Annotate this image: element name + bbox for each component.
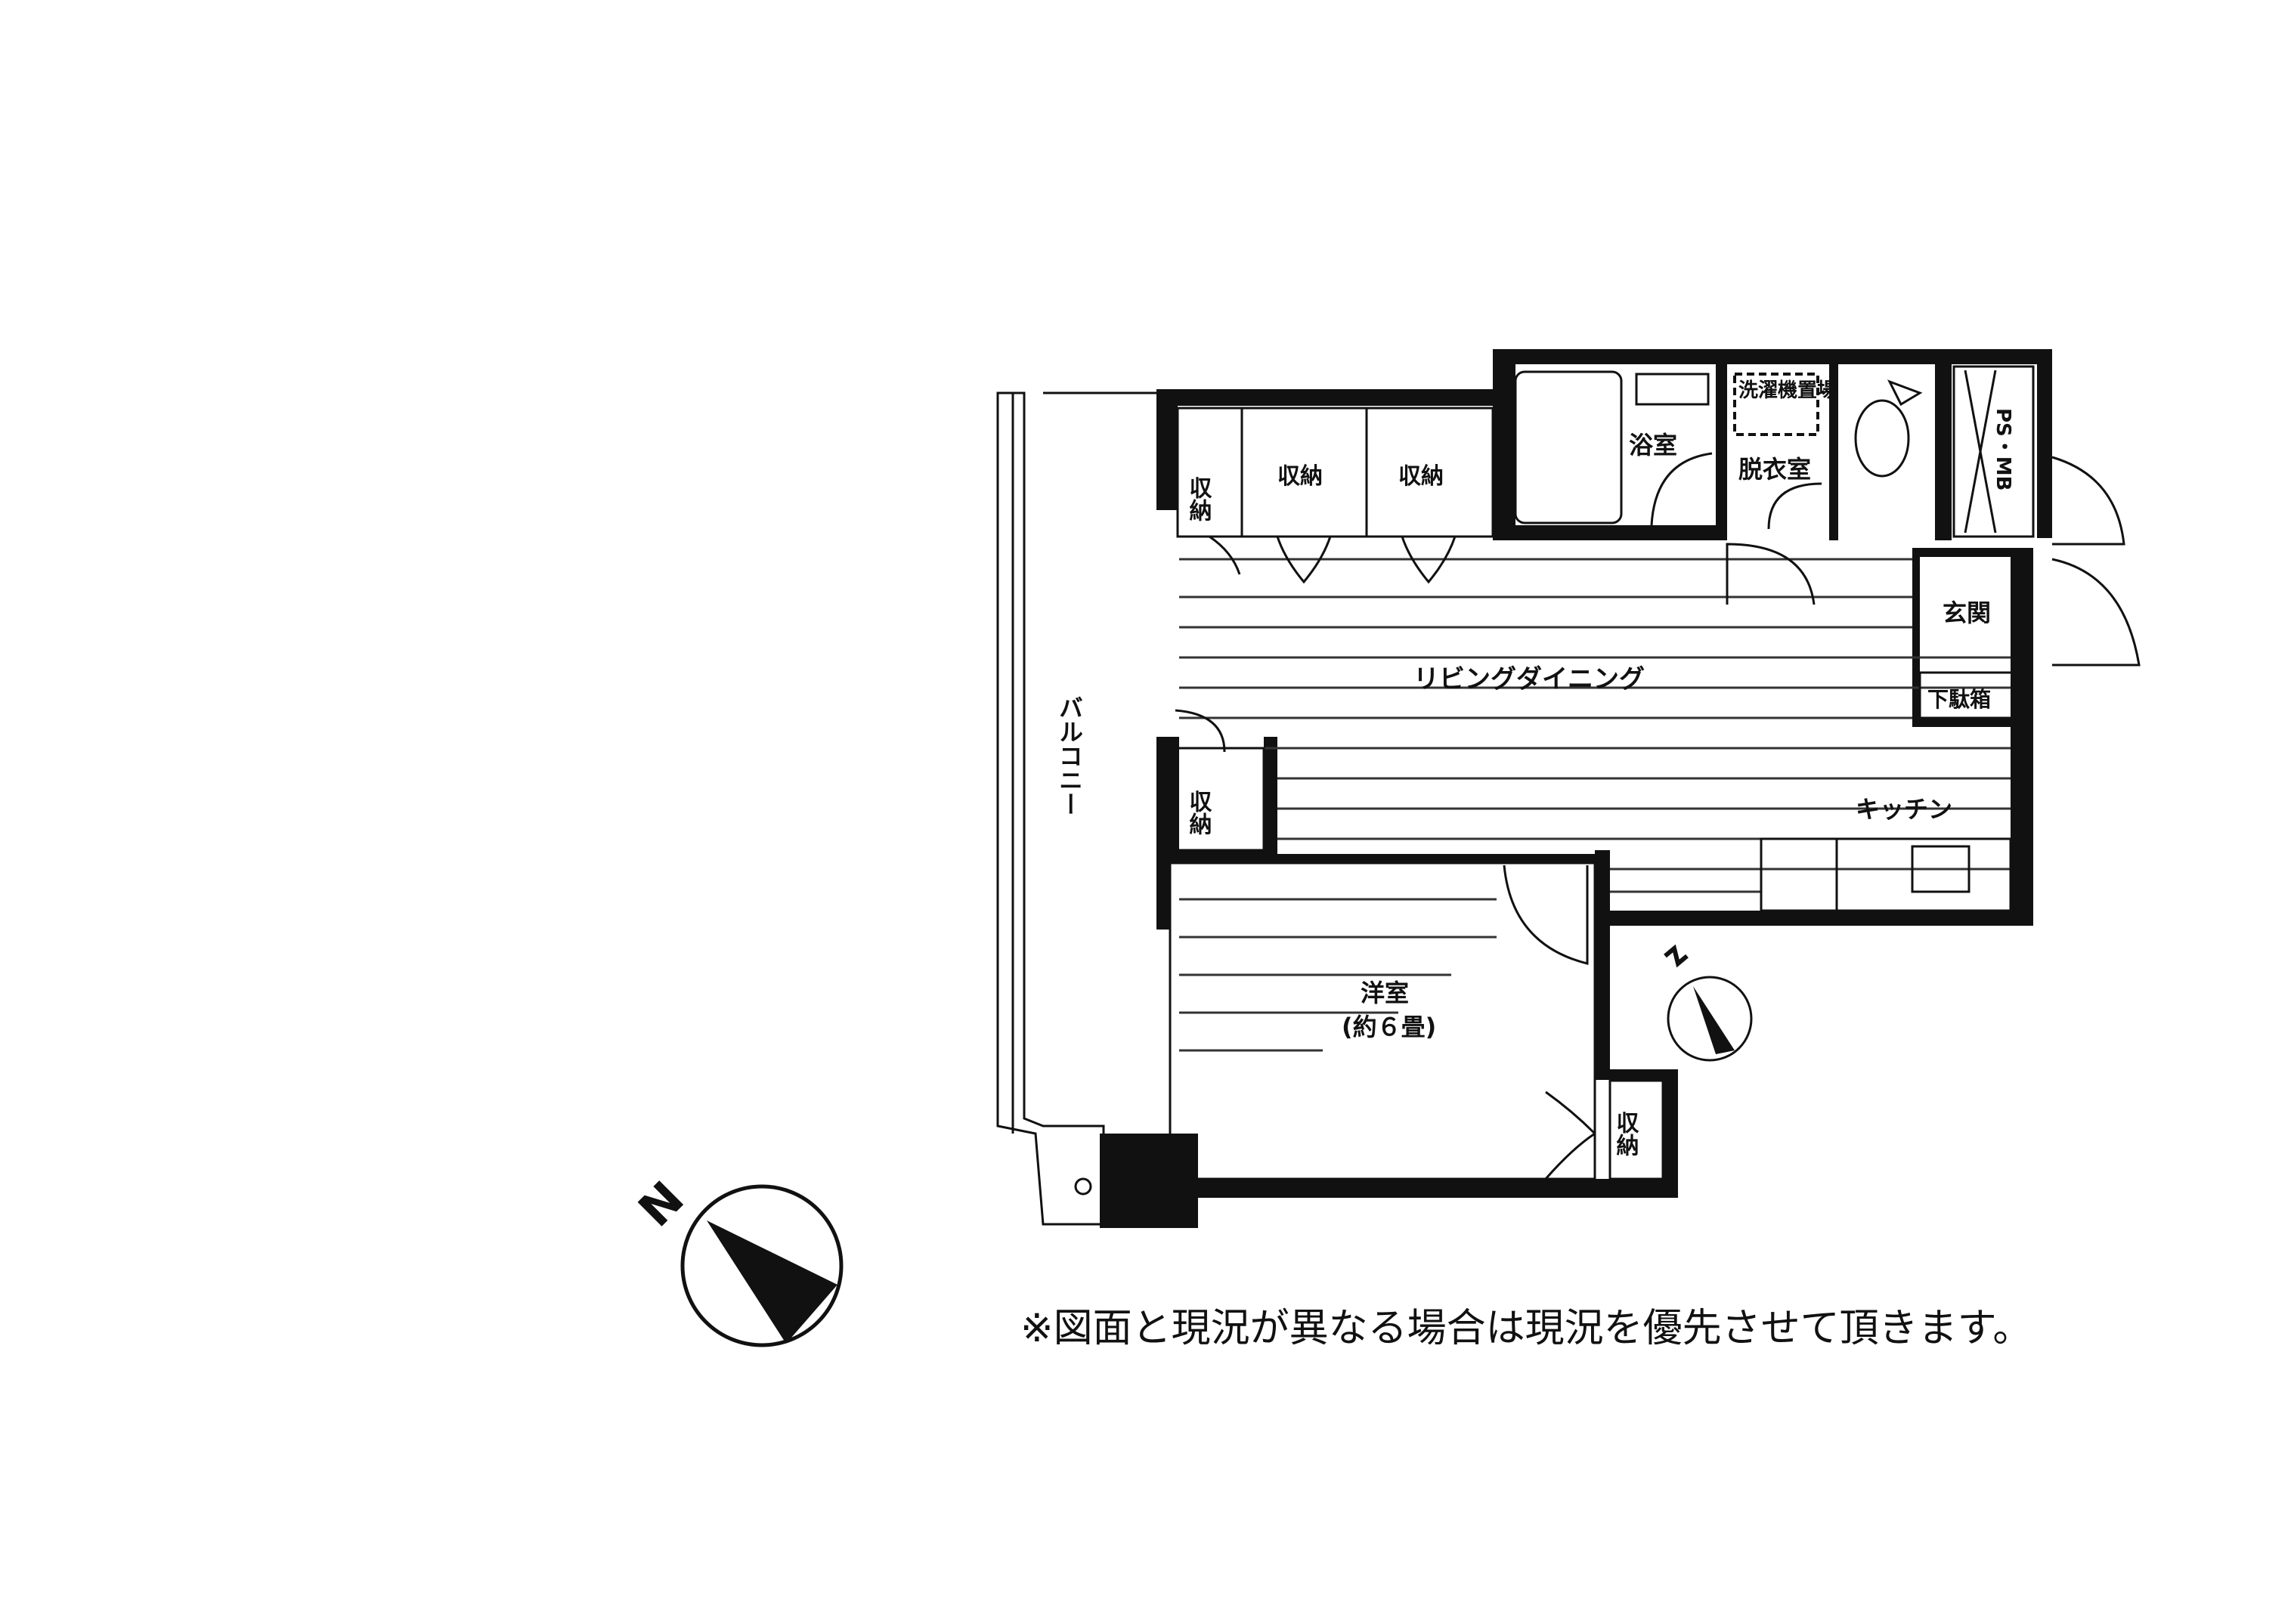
entrance: 玄関 下駄箱 [1918,558,2141,719]
storage-label-4: 収納 [1185,790,1212,835]
storage-row: 収納 収納 収納 [1176,407,1494,584]
bath: 浴室 [1514,370,1713,526]
ldk-closet: 収納 [1175,709,1265,852]
shoe-box-label: 下駄箱 [1927,687,1991,712]
storage-label-2: 収納 [1277,463,1323,490]
balcony: バルコニー [996,391,1156,1226]
kitchen: キッチン [1760,795,2012,912]
storage-label-1: 収納 [1185,476,1212,521]
entrance-label: 玄関 [1943,599,1991,627]
western-room: 洋室 (約６畳) 収納 [1169,861,1664,1180]
balcony-label: バルコニー [1055,695,1084,816]
bath-label: 浴室 [1629,431,1677,459]
ps-mb-label: PS・MB [1992,408,2014,490]
western-room-label: 洋室 [1361,979,1409,1007]
walls [1100,349,2052,1228]
dressing-room: 洗濯機置場 脱衣室 [1726,373,1837,605]
storage-label-3: 収納 [1398,463,1444,490]
ldk-floor [1179,558,2011,893]
washer-label: 洗濯機置場 [1738,379,1837,402]
kitchen-label: キッチン [1856,795,1952,824]
compass-icon-small [1664,944,1753,1062]
dressing-label: 脱衣室 [1738,455,1811,484]
disclaimer-text: ※図面と現況が異なる場合は現況を優先させて頂きます。 [1020,1306,2032,1351]
compass-icon: N [628,1171,844,1347]
ldk-label: リビングダイニング [1413,664,1645,694]
toilet [1854,379,1923,478]
western-floor [1179,898,1497,1052]
compass-north-label: N [628,1171,695,1237]
storage-label-5: 収納 [1612,1111,1639,1156]
ps-mb: PS・MB [1952,365,2125,546]
western-room-size: (約６畳) [1342,1013,1436,1041]
